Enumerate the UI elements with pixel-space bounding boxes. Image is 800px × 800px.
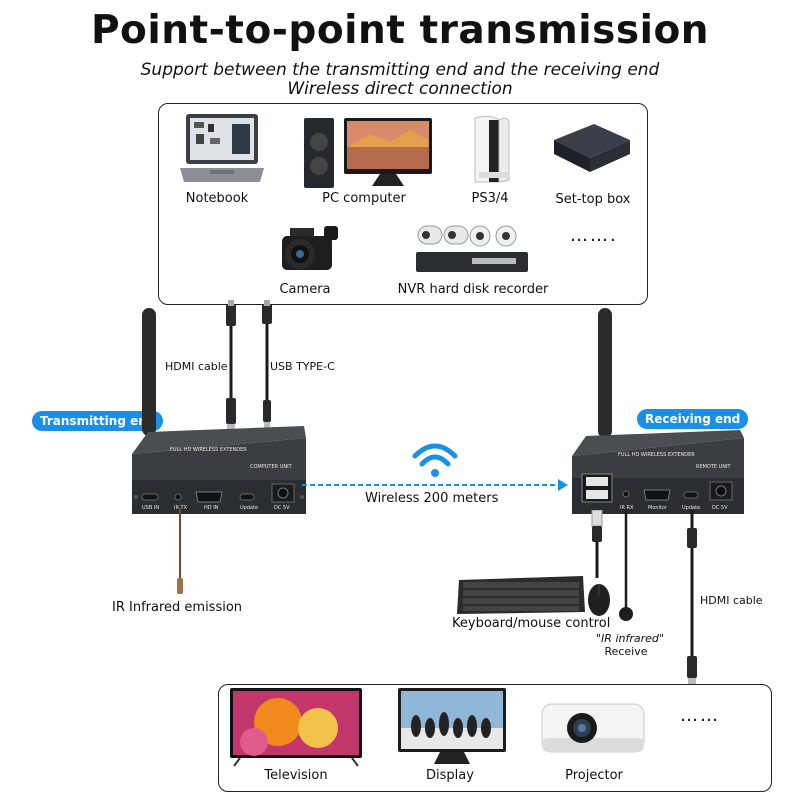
ir-emission-label: IR Infrared emission [112, 600, 243, 615]
usb-typec-label: USB TYPE-C [270, 360, 335, 373]
ir-receive-label-line1: "IR infrared" [596, 632, 664, 645]
ir-emitter-cable [177, 508, 183, 594]
output-cables [591, 510, 697, 686]
display-monitor-icon [398, 688, 506, 764]
wireless-link [302, 443, 568, 491]
ir-receive-label-line2: Receive [604, 645, 648, 658]
projector-icon [541, 703, 645, 753]
set-top-box-icon [554, 124, 630, 172]
tx-port-hd-in: HD IN [204, 505, 219, 511]
receiving-end-badge: Receiving end [637, 409, 749, 429]
transmitting-end-badge: Transmitting end [32, 411, 164, 431]
subtitle-line-2: Wireless direct connection [287, 79, 513, 99]
tx-port-usb-in: USB IN [142, 505, 159, 511]
pc-computer-icon [304, 118, 432, 188]
pc-computer-label: PC computer [322, 191, 406, 206]
camera-icon [282, 226, 338, 270]
television-label: Television [264, 768, 328, 783]
more-sources-ellipsis: ……. [570, 225, 618, 246]
rx-port-ir-rx: IR RX [620, 505, 634, 511]
projector-label: Projector [565, 768, 623, 783]
tx-unit-text: COMPUTER UNIT [250, 464, 293, 470]
transmitter-device: FULL HD WIRELESS EXTENDER COMPUTER UNIT … [132, 308, 306, 514]
more-displays-ellipsis: …… [680, 705, 720, 726]
hdmi-cable-label: HDMI cable [165, 360, 228, 373]
notebook-label: Notebook [185, 191, 249, 206]
rx-port-monitor: Monitor [648, 505, 668, 511]
tx-port-update: Update [240, 505, 258, 511]
camera-label: Camera [279, 282, 331, 297]
rx-unit-text: REMOTE UNIT [696, 464, 732, 470]
set-top-box-label: Set-top box [555, 192, 631, 207]
hdmi-output-cable-label: HDMI cable [700, 594, 763, 607]
nvr-recorder-icon [416, 225, 528, 272]
keyboard-mouse-label: Keyboard/mouse control [452, 616, 611, 631]
keyboard-mouse-icon [457, 576, 610, 616]
receiver-device: FULL HD WIRELESS EXTENDER REMOTE UNIT IR… [572, 308, 744, 514]
tx-model-text: FULL HD WIRELESS EXTENDER [170, 447, 247, 453]
ps-console-label: PS3/4 [471, 191, 509, 206]
input-cables [226, 300, 272, 432]
rx-port-dc: DC 5V [712, 505, 728, 511]
tx-port-dc: DC 5V [274, 505, 290, 511]
rx-model-text: FULL HD WIRELESS EXTENDER [618, 452, 695, 458]
subtitle-line-1: Support between the transmitting end and… [140, 60, 660, 80]
page-title: Point-to-point transmission [90, 8, 710, 53]
notebook-icon [180, 114, 264, 182]
rx-port-update: Update [682, 505, 700, 511]
wireless-distance-label: Wireless 200 meters [365, 491, 499, 506]
ps-console-icon [474, 115, 510, 183]
nvr-recorder-label: NVR hard disk recorder [397, 282, 549, 297]
display-label: Display [426, 768, 474, 783]
wifi-icon [412, 443, 458, 477]
television-icon [230, 688, 362, 767]
